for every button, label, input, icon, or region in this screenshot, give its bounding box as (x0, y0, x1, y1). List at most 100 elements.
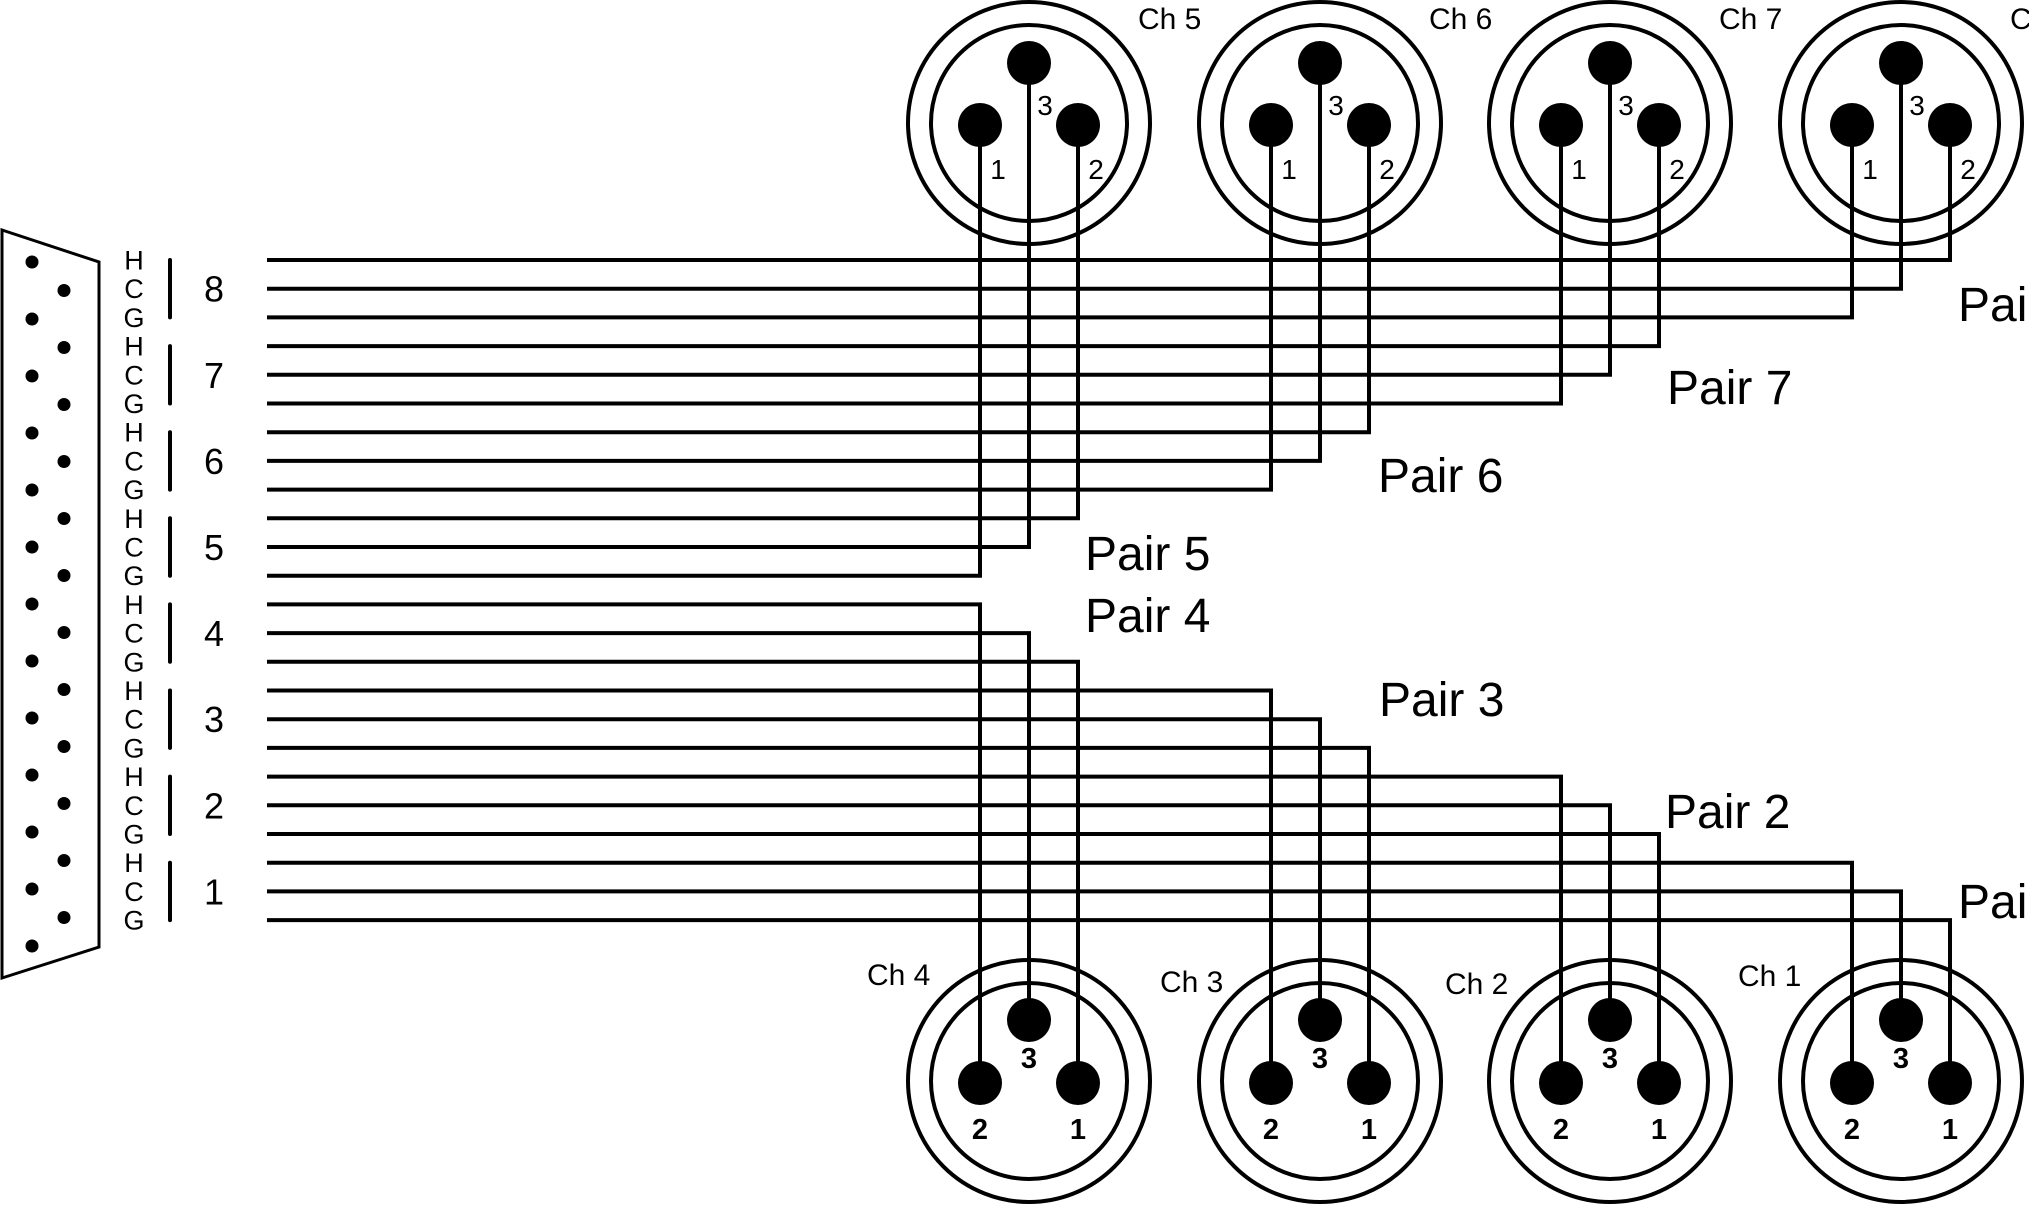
signal-letter-h: H (124, 762, 144, 792)
xlr-pin-3 (1298, 998, 1342, 1042)
wire-pair6-c (267, 63, 1322, 463)
db25-pin (57, 683, 71, 696)
xlr-pin-label-2: 2 (1263, 1114, 1279, 1146)
pair-label-2: Pair 2 (1665, 786, 1790, 839)
xlr-pin-label-3: 3 (1037, 90, 1053, 121)
wire-pair5-c (267, 63, 1031, 549)
signal-letter-h: H (124, 418, 144, 448)
db25-pin (25, 882, 39, 896)
xlr-pin-2 (1056, 103, 1100, 147)
xlr-pin-1 (1830, 103, 1874, 147)
db25-pin (25, 597, 39, 611)
pair-label-3: Pair 3 (1379, 674, 1504, 727)
xlr-pin-3 (1879, 41, 1923, 85)
pair-number: 6 (204, 441, 224, 482)
signal-letter-h: H (124, 246, 144, 276)
db25-pin (25, 426, 39, 440)
db25-pin (25, 369, 39, 383)
xlr-pin-label-3: 3 (1312, 1043, 1328, 1075)
xlr-pin-label-2: 2 (1379, 154, 1395, 185)
pair-number: 4 (204, 613, 224, 654)
wire-pair1-h (267, 860, 1854, 1083)
xlr-pin-3 (1007, 41, 1051, 85)
xlr-pin-label-2: 2 (1553, 1114, 1569, 1146)
pair-label-4: Pair 4 (1085, 590, 1210, 643)
xlr-pin-label-3: 3 (1893, 1043, 1909, 1075)
db25-pin (25, 654, 39, 668)
xlr-pin-1 (1539, 103, 1583, 147)
wire-pair8-c (267, 63, 1903, 291)
wire-pair7-c (267, 63, 1612, 377)
xlr-pin-1 (1637, 1061, 1681, 1105)
xlr-outer-ring (1197, 958, 1443, 1204)
db25-pin (25, 768, 39, 782)
wire-pair4-g (267, 659, 1080, 1083)
db25-pin (25, 939, 39, 953)
pair-label-1: Pai (1958, 876, 2027, 929)
db25-pin (57, 854, 71, 867)
pair-label-8: Pai (1958, 279, 2027, 332)
xlr-pin-label-1: 1 (1070, 1114, 1086, 1146)
xlr-pin-label-1: 1 (990, 154, 1006, 185)
wire-pair5-g (267, 125, 982, 578)
pair-number: 7 (204, 355, 224, 396)
signal-letter-c: C (124, 877, 144, 907)
wire-pair6-g (267, 125, 1273, 492)
pair-number: 8 (204, 269, 224, 310)
wire-pair2-c (267, 803, 1612, 1020)
pair-label-7: Pair 7 (1667, 362, 1792, 415)
xlr-inner-ring (1801, 23, 2001, 223)
xlr-pin-1 (958, 103, 1002, 147)
db25-pin (57, 455, 71, 468)
xlr-pin-3 (1588, 41, 1632, 85)
xlr-inner-ring (1510, 23, 1710, 223)
wire-pair2-h (267, 774, 1563, 1083)
signal-letter-c: C (124, 705, 144, 735)
signal-letter-h: H (124, 848, 144, 878)
db25-shell (0, 227, 101, 981)
xlr-pin-1 (1928, 1061, 1972, 1105)
wires (267, 63, 1952, 1083)
xlr-pin-label-2: 2 (1669, 154, 1685, 185)
db25-pin (25, 312, 39, 326)
signal-letter-g: G (123, 389, 144, 419)
db25-pin (57, 626, 71, 639)
signal-letter-g: G (123, 561, 144, 591)
signal-letter-g: G (123, 647, 144, 677)
wire-pair1-c (267, 889, 1903, 1020)
channel-label: Ch 6 (1429, 3, 1492, 36)
channel-label: C (2010, 3, 2029, 36)
xlr-inner-ring (1220, 23, 1420, 223)
db25-connector (0, 227, 101, 981)
signal-letter-h: H (124, 590, 144, 620)
signal-letter-c: C (124, 360, 144, 390)
wire-pair1-g (267, 918, 1952, 1083)
xlr-pin-label-2: 2 (972, 1114, 988, 1146)
db25-pin (25, 540, 39, 554)
db25-pin (25, 711, 39, 725)
signal-letter-c: C (124, 533, 144, 563)
signal-letter-h: H (124, 332, 144, 362)
xlr-pin-label-3: 3 (1618, 90, 1634, 121)
signal-letter-c: C (124, 619, 144, 649)
xlr-outer-ring (906, 0, 1152, 246)
pair-number: 1 (204, 871, 224, 912)
wire-pair8-g (267, 125, 1854, 320)
xlr-pin-label-1: 1 (1281, 154, 1297, 185)
xlr-outer-ring (1778, 958, 2024, 1204)
signal-letter-g: G (123, 303, 144, 333)
pair-number: 3 (204, 699, 224, 740)
xlr-pin-2 (1249, 1061, 1293, 1105)
pair-label-5: Pair 5 (1085, 528, 1210, 581)
xlr-pin-label-1: 1 (1862, 154, 1878, 185)
db25-pin (57, 284, 71, 297)
xlr-pin-label-1: 1 (1571, 154, 1587, 185)
xlr-pin-3 (1007, 998, 1051, 1042)
xlr-inner-ring (1801, 981, 2001, 1181)
